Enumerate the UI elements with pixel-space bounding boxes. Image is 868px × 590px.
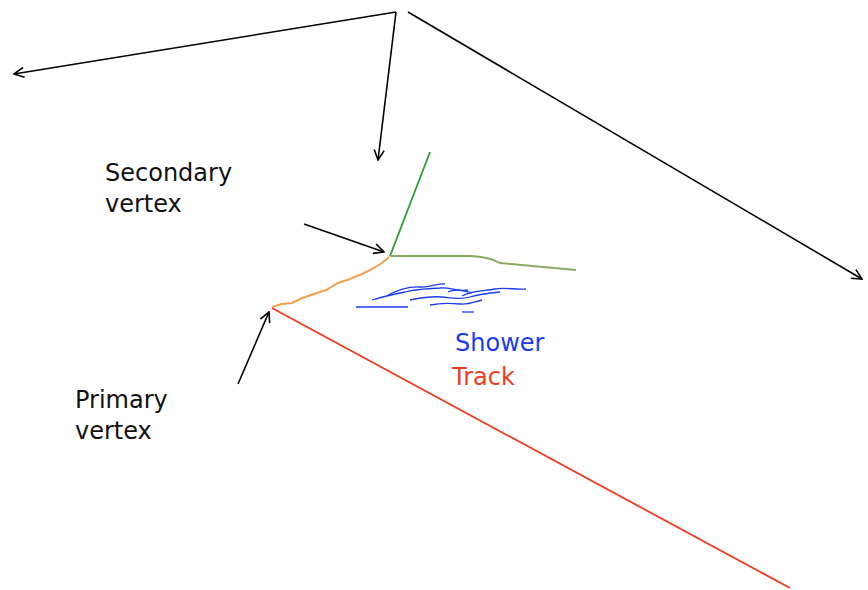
particle-track xyxy=(272,308,790,588)
beam-arrow xyxy=(14,12,396,74)
track-label: Track xyxy=(452,362,515,393)
particle-track xyxy=(390,256,576,270)
beam-arrow xyxy=(378,12,396,160)
vertex-label: Secondary vertex xyxy=(105,158,265,220)
leader-arrow xyxy=(238,312,269,384)
leader-arrow xyxy=(304,224,384,252)
beam-arrow xyxy=(408,12,862,279)
shower-label: Shower xyxy=(455,328,544,359)
particle-track xyxy=(272,257,389,307)
shower-drawing xyxy=(356,284,526,312)
vertex-label: Primary vertex xyxy=(75,385,210,447)
particle-track xyxy=(390,152,430,256)
